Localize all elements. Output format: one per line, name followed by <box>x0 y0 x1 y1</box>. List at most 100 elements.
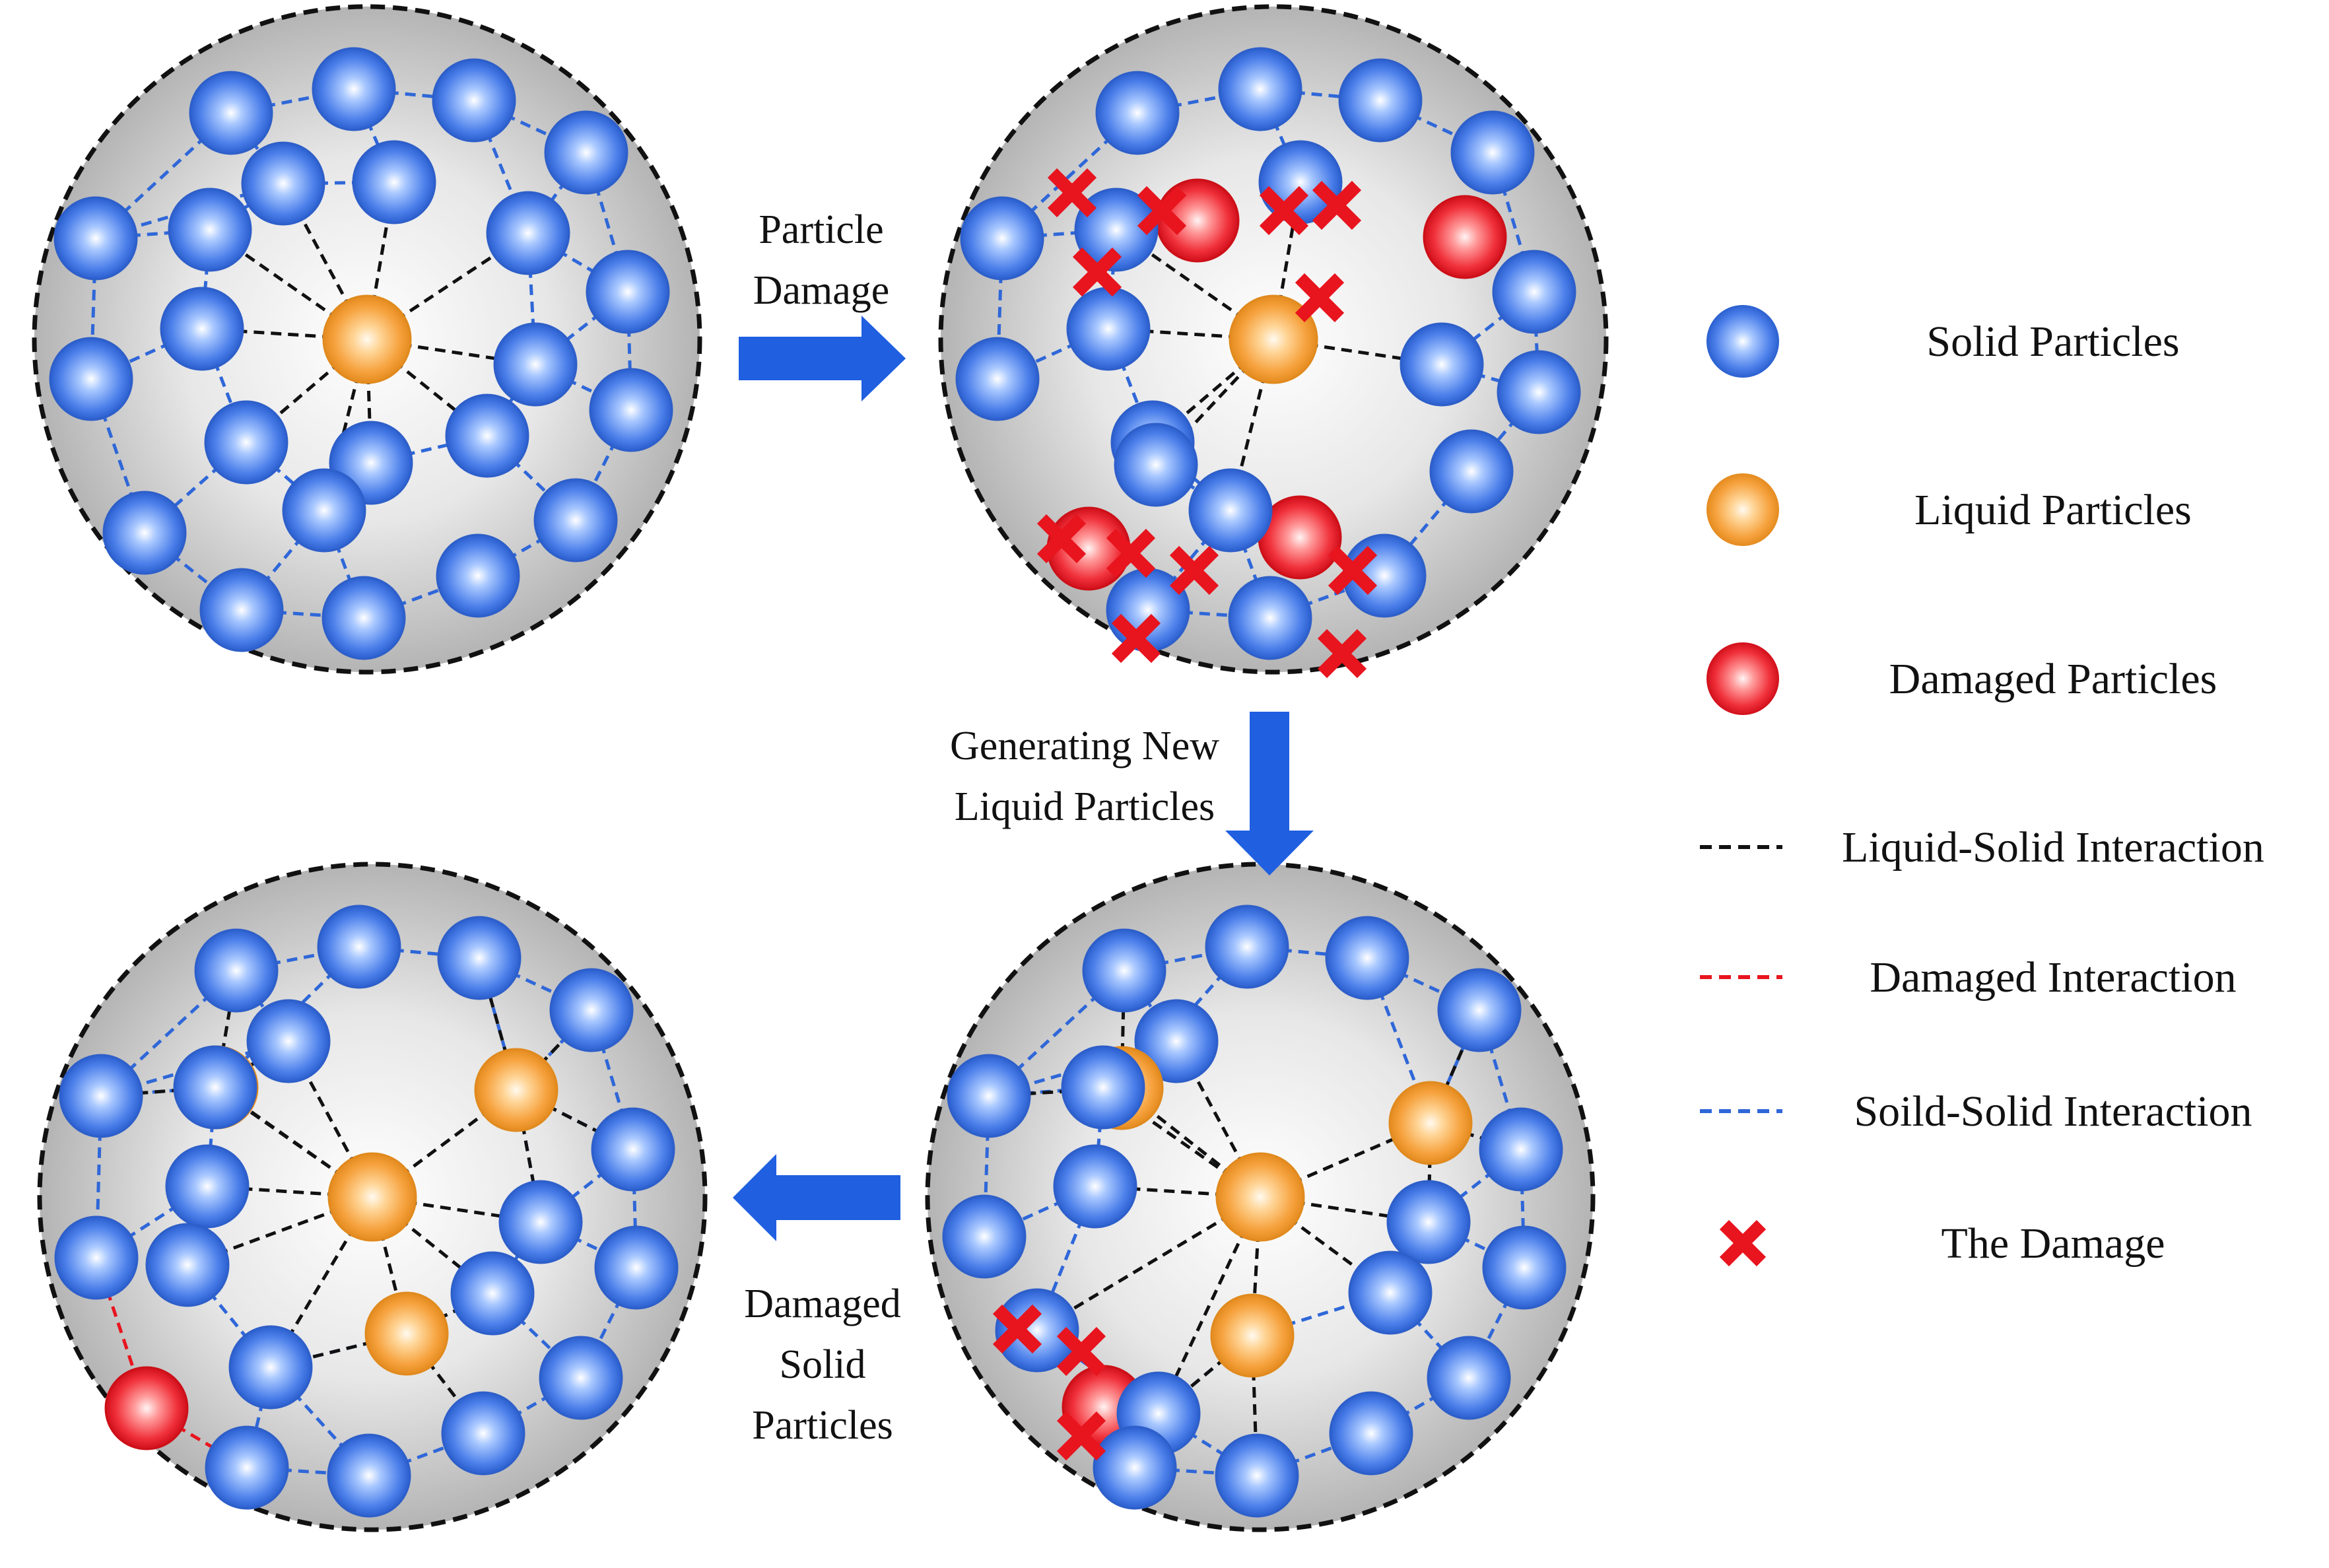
solid-particle <box>441 1391 525 1476</box>
solid-particle <box>544 110 628 195</box>
solid-particle <box>486 191 570 275</box>
solid-particle <box>1329 1391 1413 1476</box>
solid-particle <box>947 1054 1031 1138</box>
solid-particle <box>352 140 436 224</box>
solid-particle <box>246 999 331 1083</box>
arrow-down-icon <box>1225 712 1314 875</box>
arrow-left-icon <box>733 1154 900 1241</box>
damage-mark-icon <box>1328 545 1378 596</box>
legend-liquid: Liquid Particles <box>1706 473 2192 546</box>
legend-damaged: Damaged Particles <box>1706 642 2217 715</box>
solid-particle <box>1205 904 1289 989</box>
solid-particle <box>445 393 529 478</box>
solid-particle <box>204 400 288 485</box>
solid-particle <box>1188 468 1273 553</box>
liquid-particle <box>364 1291 449 1376</box>
solid-solid-link <box>1001 112 1139 240</box>
particle-assembly-1 <box>32 4 702 675</box>
damage-mark-icon <box>1111 613 1161 664</box>
solid-particle <box>1492 250 1576 334</box>
solid-particle <box>589 368 673 452</box>
solid-particle <box>1497 350 1581 434</box>
solid-particle <box>1218 47 1302 131</box>
solid-particle <box>241 141 325 226</box>
liquid-particle <box>474 1048 558 1132</box>
legend-damage: The Damage <box>1719 1219 2165 1268</box>
legend-damaged_interaction: Damaged Interaction <box>1700 953 2237 1002</box>
solid-particle <box>1429 429 1514 514</box>
solid-particle <box>549 968 634 1052</box>
solid-particle <box>165 1144 250 1229</box>
legend-ss_interaction: Soild-Solid Interaction <box>1700 1087 2252 1136</box>
damaged-particle <box>1423 195 1507 279</box>
damaged-particle <box>104 1366 189 1450</box>
solid-particle <box>594 1225 679 1310</box>
solid-particle <box>145 1223 230 1307</box>
damage-mark-icon <box>1295 273 1345 323</box>
solid-particle <box>942 1194 1027 1279</box>
solid-particle <box>199 568 284 652</box>
solid-particle <box>327 1433 411 1518</box>
solid-particle <box>1338 58 1423 143</box>
solid-particle <box>1325 916 1409 1000</box>
solid-particle <box>102 491 187 575</box>
solid-particle <box>205 1425 289 1510</box>
solid-particle <box>1479 1107 1563 1192</box>
solid-particle <box>53 196 138 281</box>
solid-particle <box>995 1288 1079 1373</box>
solid-particle <box>1437 968 1522 1052</box>
solid-particle <box>432 58 516 143</box>
solid-particle <box>317 904 401 989</box>
liquid-particle <box>1210 1293 1295 1378</box>
liquid-particle <box>322 294 412 384</box>
legend-label: Damaged Particles <box>1889 655 2217 703</box>
solid-particle <box>168 187 252 272</box>
solid-particle <box>586 250 670 334</box>
damage-mark-icon <box>1137 186 1187 236</box>
solid-solid-link <box>94 112 232 240</box>
solid-particle <box>1215 1433 1299 1518</box>
damage-mark-icon <box>1056 1411 1106 1461</box>
legend-label: Solid Particles <box>1926 318 2179 366</box>
solid-particle <box>955 337 1040 421</box>
legend-label: The Damage <box>1941 1219 2165 1268</box>
legend-label: Liquid-Solid Interaction <box>1842 823 2264 871</box>
legend-swatch <box>1706 305 1779 378</box>
solid-solid-link <box>988 969 1126 1097</box>
damage-mark-icon <box>1056 1326 1106 1377</box>
particle-assembly-2 <box>938 4 1609 679</box>
solid-particle <box>1074 187 1159 272</box>
solid-particle <box>1066 287 1151 371</box>
solid-particle <box>1400 322 1484 407</box>
solid-particle <box>194 928 279 1013</box>
solid-particle <box>282 468 366 553</box>
damage-mark-icon <box>1106 528 1156 578</box>
solid-particle <box>189 71 273 155</box>
damage-mark-icon <box>1072 247 1122 297</box>
legend-swatch <box>1706 642 1779 715</box>
damage-mark-icon <box>1036 514 1087 564</box>
solid-particle <box>591 1107 675 1192</box>
particle-assembly-4 <box>37 862 708 1532</box>
damage-mark-icon <box>1259 186 1309 236</box>
solid-particle <box>1482 1225 1567 1310</box>
solid-particle <box>436 533 520 618</box>
solid-particle <box>539 1336 623 1420</box>
damage-mark-icon <box>1169 545 1219 596</box>
solid-particle <box>59 1054 143 1138</box>
solid-particle <box>1427 1336 1511 1420</box>
solid-particle <box>1450 110 1535 195</box>
solid-particle <box>960 196 1044 281</box>
solid-particle <box>1082 928 1166 1013</box>
legend-label: Damaged Interaction <box>1870 953 2236 1002</box>
solid-particle <box>312 47 396 131</box>
solid-particle <box>1228 576 1312 660</box>
solid-particle <box>321 576 406 660</box>
solid-particle <box>228 1325 313 1410</box>
arrow-right-icon <box>739 316 906 401</box>
solid-solid-link <box>100 969 238 1097</box>
legend-swatch <box>1706 473 1779 546</box>
